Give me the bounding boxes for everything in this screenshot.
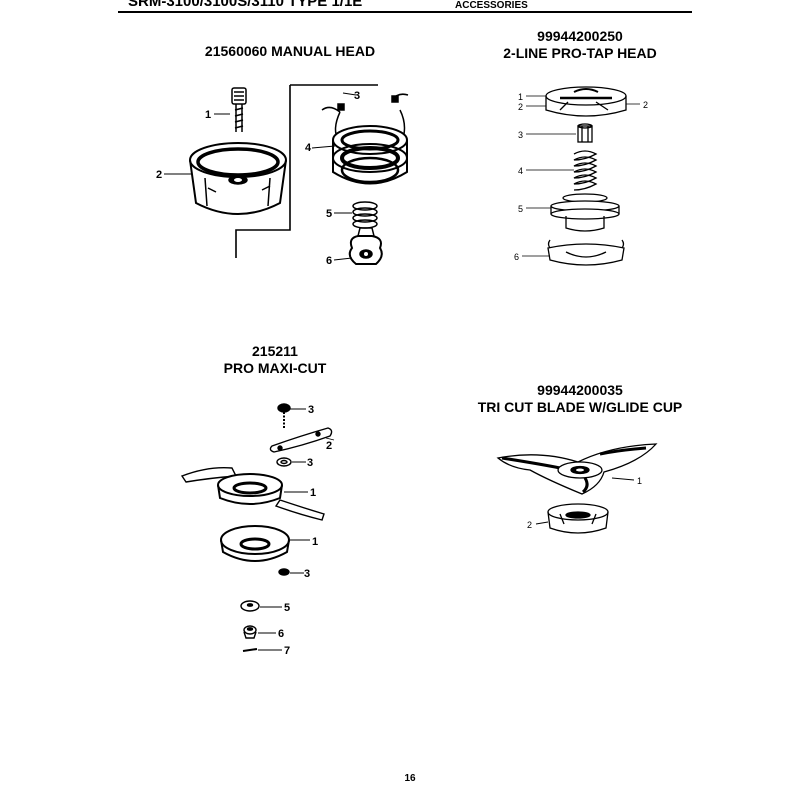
callout-manual-5: 5 <box>326 208 332 220</box>
callout-maxi-3c: 3 <box>304 568 310 580</box>
tri-cut-diagram <box>496 443 658 534</box>
section-header: ACCESSORIES <box>455 0 528 11</box>
pro-tap-part-number: 99944200250 <box>537 28 623 44</box>
callout-protap-3: 3 <box>518 130 523 140</box>
lower-housing-part <box>220 525 290 562</box>
tri-blade-part <box>496 443 658 495</box>
bump-knob-part <box>348 227 383 265</box>
tri-cut-part-number: 99944200035 <box>537 382 623 398</box>
callout-manual-6: 6 <box>326 255 332 267</box>
pro-tap-title: 2-LINE PRO-TAP HEAD <box>503 45 657 61</box>
callout-maxi-3a: 3 <box>308 404 314 416</box>
callout-protap-4: 4 <box>518 166 523 176</box>
callout-protap-5: 5 <box>518 204 523 214</box>
spool-part <box>321 93 409 185</box>
callout-tricut-1: 1 <box>637 476 642 486</box>
locknut-part <box>243 625 257 639</box>
callout-manual-4: 4 <box>305 142 312 154</box>
callout-maxi-6: 6 <box>278 628 284 640</box>
maxi-cut-diagram <box>180 403 335 652</box>
glide-cup-part <box>547 503 609 534</box>
pro-tap-spool-part <box>550 193 620 232</box>
callout-manual-1: 1 <box>205 109 211 121</box>
callout-protap-6: 6 <box>514 252 519 262</box>
callout-maxi-3b: 3 <box>307 457 313 469</box>
callout-maxi-1b: 1 <box>312 536 318 548</box>
pro-tap-diagram <box>522 86 640 266</box>
insert-part <box>577 123 593 143</box>
callout-tricut-2: 2 <box>527 520 532 530</box>
spool-housing-part <box>189 142 287 215</box>
spring-part <box>352 201 378 229</box>
pro-tap-spring-part <box>573 150 598 191</box>
screw-part <box>277 403 291 428</box>
pro-tap-base-part <box>547 239 625 266</box>
callout-maxi-1a: 1 <box>310 487 316 499</box>
cotter-pin-part <box>242 648 258 652</box>
page-number: 16 <box>404 773 416 784</box>
washer-part <box>240 600 260 612</box>
callout-protap-1: 1 <box>518 92 523 102</box>
model-header: SRM-3100/3100S/3110 TYPE 1/1E <box>128 0 363 10</box>
manual-head-title: 21560060 MANUAL HEAD <box>204 43 376 59</box>
callout-protap-2b: 2 <box>643 100 648 110</box>
callout-manual-3: 3 <box>354 90 360 102</box>
bolt-part <box>231 87 247 132</box>
manual-head-diagram <box>164 84 409 265</box>
cap-part <box>545 86 627 117</box>
upper-housing-part <box>180 466 325 521</box>
callout-maxi-2: 2 <box>326 440 332 452</box>
callout-maxi-7: 7 <box>284 645 290 657</box>
blade-part <box>269 427 333 453</box>
header-rule <box>118 11 692 13</box>
nut-part <box>278 568 290 576</box>
tri-cut-title: TRI CUT BLADE W/GLIDE CUP <box>477 399 683 415</box>
maxi-cut-title: PRO MAXI-CUT <box>223 360 327 376</box>
callout-protap-2a: 2 <box>518 102 523 112</box>
washer-small-part <box>276 457 292 467</box>
callout-maxi-5: 5 <box>284 602 290 614</box>
maxi-cut-part-number: 215211 <box>252 343 298 359</box>
callout-manual-2: 2 <box>156 169 162 181</box>
